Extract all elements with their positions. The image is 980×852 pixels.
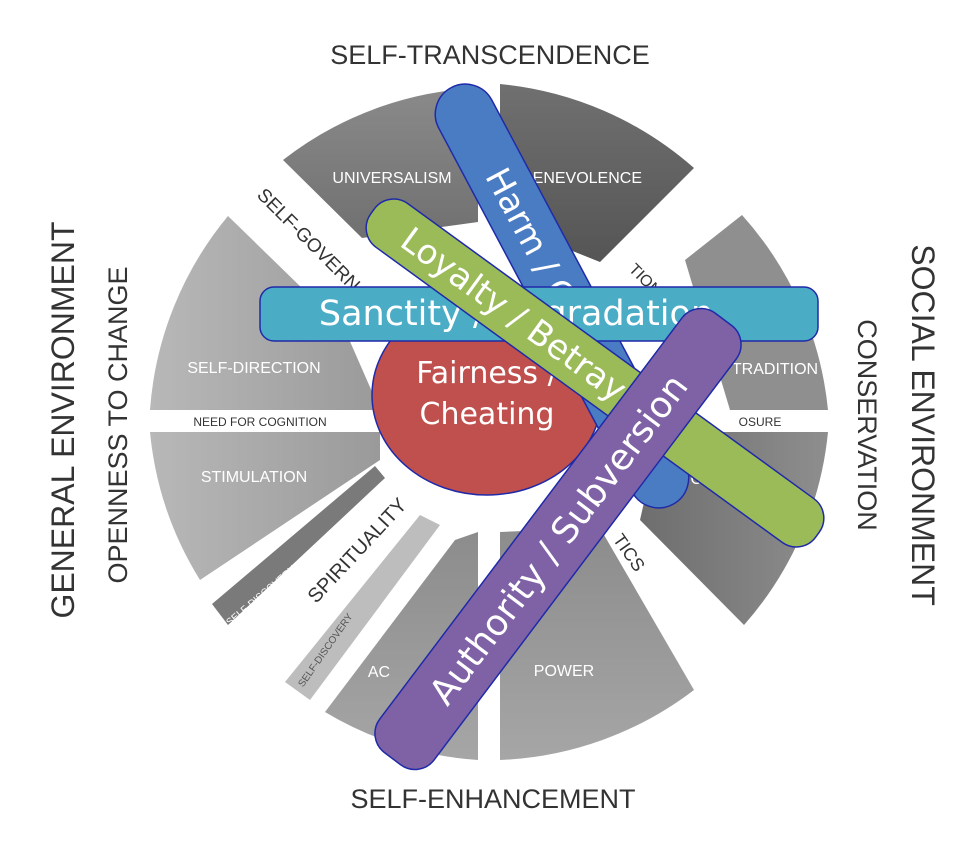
label-need-for-cognition: NEED FOR COGNITION <box>193 415 326 429</box>
label-self-transcendence: SELF-TRANSCENDENCE <box>330 40 650 70</box>
segment-self-discovery-outer <box>212 466 385 625</box>
segment-self-discovery-inner <box>285 515 440 700</box>
label-closure: OSURE <box>739 415 782 429</box>
label-self-direction: SELF-DIRECTION <box>187 360 320 377</box>
segment-stimulation <box>150 432 380 580</box>
segment-universalism <box>283 88 478 238</box>
label-tradition: TRADITION <box>732 361 818 378</box>
center-label-line2: Cheating <box>420 397 555 432</box>
band-authority-shape <box>374 307 742 771</box>
label-benevolence: BENEVOLENCE <box>522 170 642 187</box>
label-general-environment: GENERAL ENVIRONMENT <box>45 221 81 618</box>
label-self-enhancement: SELF-ENHANCEMENT <box>350 784 635 814</box>
label-stimulation: STIMULATION <box>201 469 307 486</box>
label-achievement-left: AC <box>368 664 390 681</box>
label-openness-to-change: OPENNESS TO CHANGE <box>103 266 133 583</box>
label-power: POWER <box>534 663 594 680</box>
band-loyalty-shape <box>365 198 825 548</box>
label-social-environment: SOCIAL ENVIRONMENT <box>905 244 941 606</box>
label-conservation: CONSERVATION <box>852 319 882 531</box>
label-universalism: UNIVERSALISM <box>332 170 451 187</box>
